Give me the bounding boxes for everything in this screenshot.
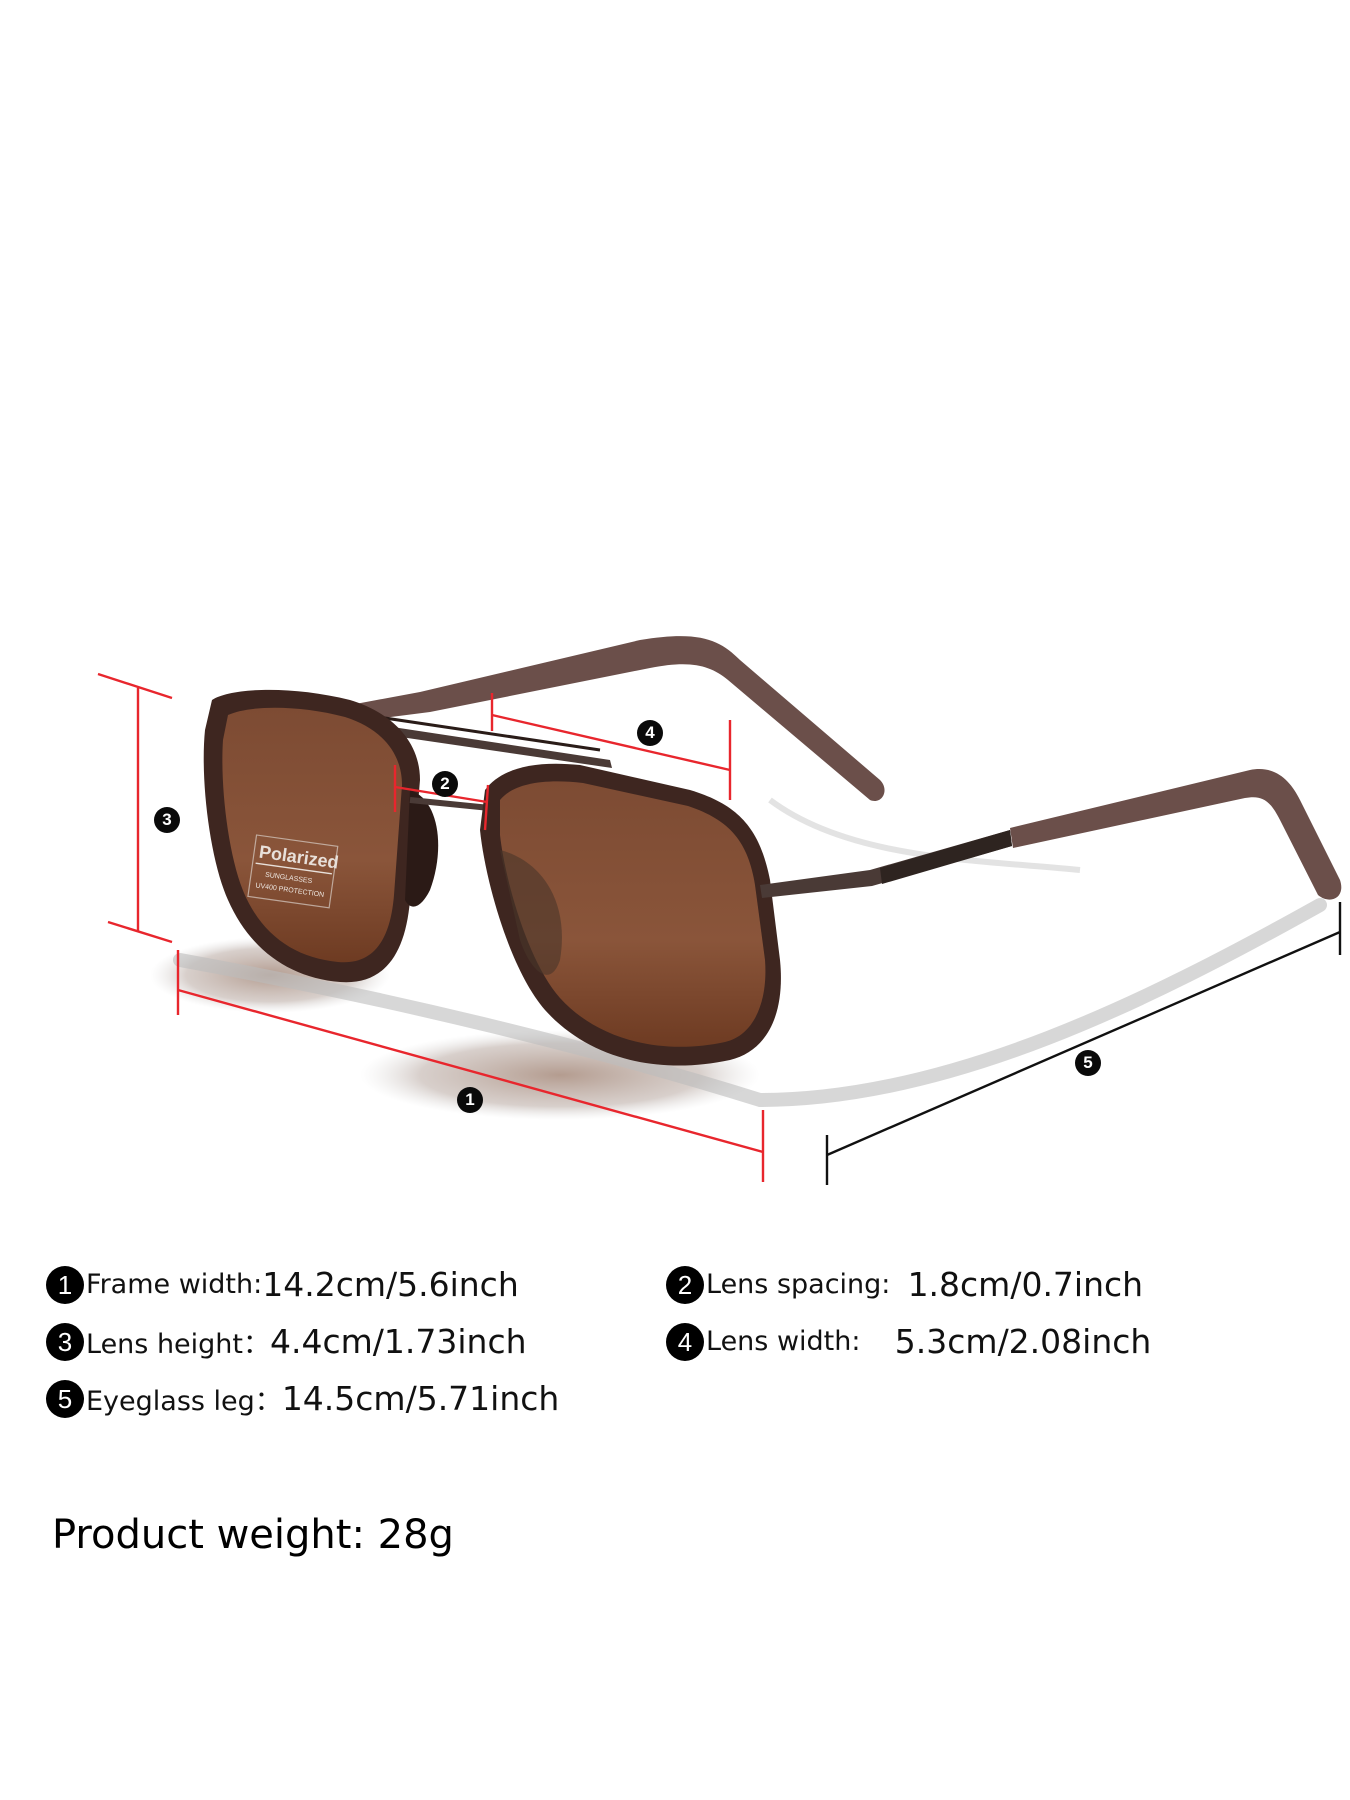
spec-label: Eyeglass leg： — [86, 1386, 282, 1417]
leg-length-line — [826, 930, 1341, 1157]
product-weight: Product weight: 28g — [52, 1512, 454, 1558]
spec-frame-width: 1 Frame width: 14.2cm/5.6inch — [46, 1265, 519, 1304]
spec-number-badge: 5 — [46, 1379, 84, 1418]
marker-lens-spacing: 2 — [432, 771, 458, 797]
spec-eyeglass-leg: 5 Eyeglass leg： 14.5cm/5.71inch — [46, 1379, 559, 1418]
spec-number-badge: 4 — [666, 1322, 704, 1361]
spec-label: Lens height： — [86, 1329, 271, 1360]
right-lens — [480, 763, 781, 1066]
spec-value: 4.4cm/1.73inch — [270, 1322, 527, 1361]
dimension-lines-red — [97, 672, 765, 1182]
spec-value: 14.5cm/5.71inch — [281, 1379, 560, 1418]
spec-number-badge: 1 — [46, 1265, 84, 1304]
near-temple-arm — [760, 769, 1342, 900]
lens-spacing-right-cap — [483, 784, 490, 831]
lens-width-line — [491, 713, 731, 772]
spec-lens-height: 3 Lens height： 4.4cm/1.73inch — [46, 1322, 527, 1361]
spec-value: 5.3cm/2.08inch — [894, 1322, 1152, 1361]
far-temple-arm — [350, 636, 885, 801]
marker-lens-height: 3 — [154, 807, 180, 833]
marker-lens-width: 4 — [637, 720, 663, 746]
marker-frame-width: 1 — [457, 1087, 483, 1113]
spec-label: Lens width: — [706, 1326, 895, 1357]
spec-number-badge: 2 — [666, 1265, 704, 1304]
frame-width-line — [177, 988, 764, 1154]
spec-value: 1.8cm/0.7inch — [907, 1265, 1144, 1304]
spec-label: Lens spacing: — [706, 1269, 908, 1300]
lens-height-top-cap — [97, 672, 173, 700]
left-lens: Polarized SUNGLASSES UV400 PROTECTION — [203, 689, 439, 983]
marker-eyeglass-leg: 5 — [1075, 1050, 1101, 1076]
spec-label: Frame width: — [86, 1269, 263, 1300]
dimension-lines-black — [825, 902, 1342, 1185]
spec-value: 14.2cm/5.6inch — [262, 1265, 519, 1304]
spec-number-badge: 3 — [46, 1322, 84, 1361]
spec-lens-width: 4 Lens width: 5.3cm/2.08inch — [666, 1322, 1151, 1361]
spec-lens-spacing: 2 Lens spacing: 1.8cm/0.7inch — [666, 1265, 1143, 1304]
lens-height-bottom-cap — [107, 920, 173, 944]
nose-bridge — [409, 797, 491, 811]
